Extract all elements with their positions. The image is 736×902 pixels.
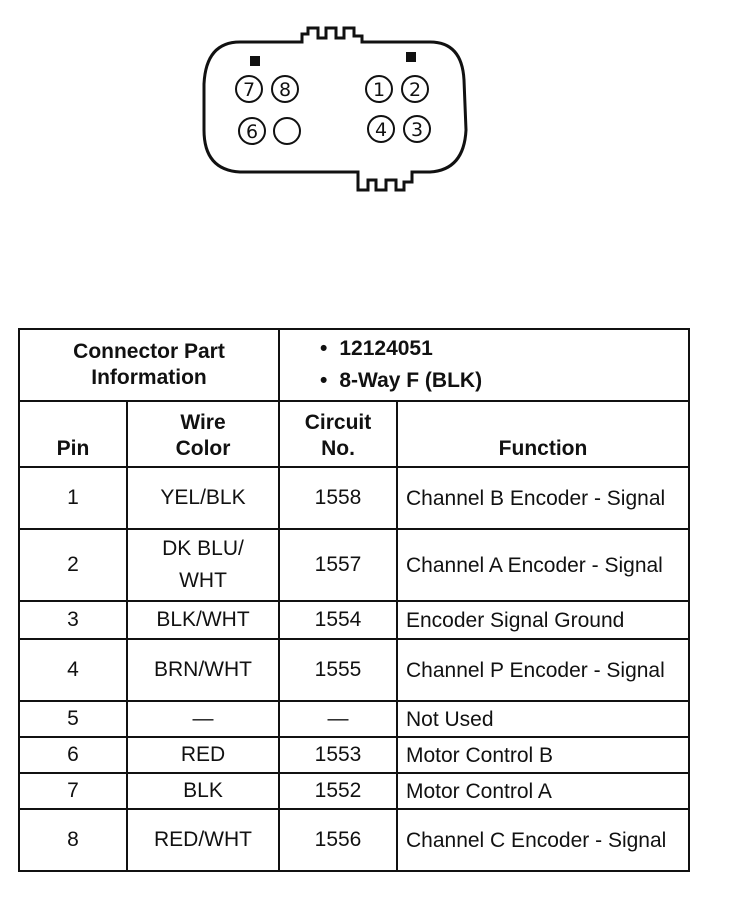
circuit-cell: 1554 [278,600,398,640]
circuit-cell: 1556 [278,808,398,872]
circuit-cell: 1557 [278,528,398,602]
pin-cell: 2 [18,528,128,602]
wire-color-cell: — [126,700,280,738]
wire-color-cell: BLK/WHT [126,600,280,640]
pin-label-4: 4 [375,119,387,141]
circuit-cell: — [278,700,398,738]
circuit-cell: 1553 [278,736,398,774]
function-cell: Motor Control B [396,736,690,774]
circuit-cell: 1552 [278,772,398,810]
connector-housing [202,26,468,192]
connector-info-values: 12124051 8-Way F (BLK) [278,328,690,402]
circuit-cell: 1555 [278,638,398,702]
wire-color-cell: RED/WHT [126,808,280,872]
table-row: 2 DK BLU/ WHT 1557 Channel A Encoder - S… [18,528,690,602]
header-circuit-no: Circuit No. [278,400,398,468]
key-mark-right [406,52,416,62]
table-row: 6 RED 1553 Motor Control B [18,736,690,774]
function-cell: Motor Control A [396,772,690,810]
pin-cell: 1 [18,466,128,530]
pin-cavity-8 [271,75,299,103]
pin-label-1: 1 [373,79,385,101]
function-cell: Channel P Encoder - Signal [396,638,690,702]
wire-color-cell: YEL/BLK [126,466,280,530]
table-row: 1 YEL/BLK 1558 Channel B Encoder - Signa… [18,466,690,530]
pin-cell: 4 [18,638,128,702]
table-row: 4 BRN/WHT 1555 Channel P Encoder - Signa… [18,638,690,702]
pin-cavity-2 [401,75,429,103]
function-cell: Channel B Encoder - Signal [396,466,690,530]
pin-label-2: 2 [409,79,421,101]
info-label-line2: Information [91,366,207,389]
pin-cell: 5 [18,700,128,738]
pin-cavity-4 [367,115,395,143]
part-number: 12124051 [320,333,680,365]
wire-color-cell: DK BLU/ WHT [126,528,280,602]
function-cell: Encoder Signal Ground [396,600,690,640]
pin-cell: 3 [18,600,128,640]
pin-label-3: 3 [411,119,423,141]
key-mark-left [250,56,260,66]
connector-description: 8-Way F (BLK) [320,365,680,397]
column-header-row: Pin Wire Color Circuit No. Function [18,400,690,468]
table-row: 3 BLK/WHT 1554 Encoder Signal Ground [18,600,690,640]
connector-pinout-table: Connector Part Information 12124051 8-Wa… [18,328,690,872]
connector-face-diagram: 7 8 6 1 2 4 3 [202,26,468,192]
pin-cell: 7 [18,772,128,810]
wire-color-cell: BLK [126,772,280,810]
header-wire-color: Wire Color [126,400,280,468]
pin-label-6: 6 [246,121,258,143]
info-label-line1: Connector Part [73,340,225,363]
pin-cavity-6 [238,117,266,145]
connector-info-label: Connector Part Information [18,328,280,402]
header-pin: Pin [18,400,128,468]
table-row: 7 BLK 1552 Motor Control A [18,772,690,810]
table-row: 8 RED/WHT 1556 Channel C Encoder - Signa… [18,808,690,872]
pin-label-8: 8 [279,79,291,101]
header-function: Function [396,400,690,468]
circuit-cell: 1558 [278,466,398,530]
function-cell: Channel A Encoder - Signal [396,528,690,602]
pin-cell: 8 [18,808,128,872]
function-cell: Not Used [396,700,690,738]
pin-label-7: 7 [243,79,255,101]
wire-color-cell: RED [126,736,280,774]
wire-color-cell: BRN/WHT [126,638,280,702]
function-cell: Channel C Encoder - Signal [396,808,690,872]
pin-cavity-3 [403,115,431,143]
connector-info-row: Connector Part Information 12124051 8-Wa… [18,328,690,402]
table-row: 5 — — Not Used [18,700,690,738]
pin-cavity-empty [273,117,301,145]
pin-cavity-7 [235,75,263,103]
pin-cell: 6 [18,736,128,774]
pin-cavity-1 [365,75,393,103]
